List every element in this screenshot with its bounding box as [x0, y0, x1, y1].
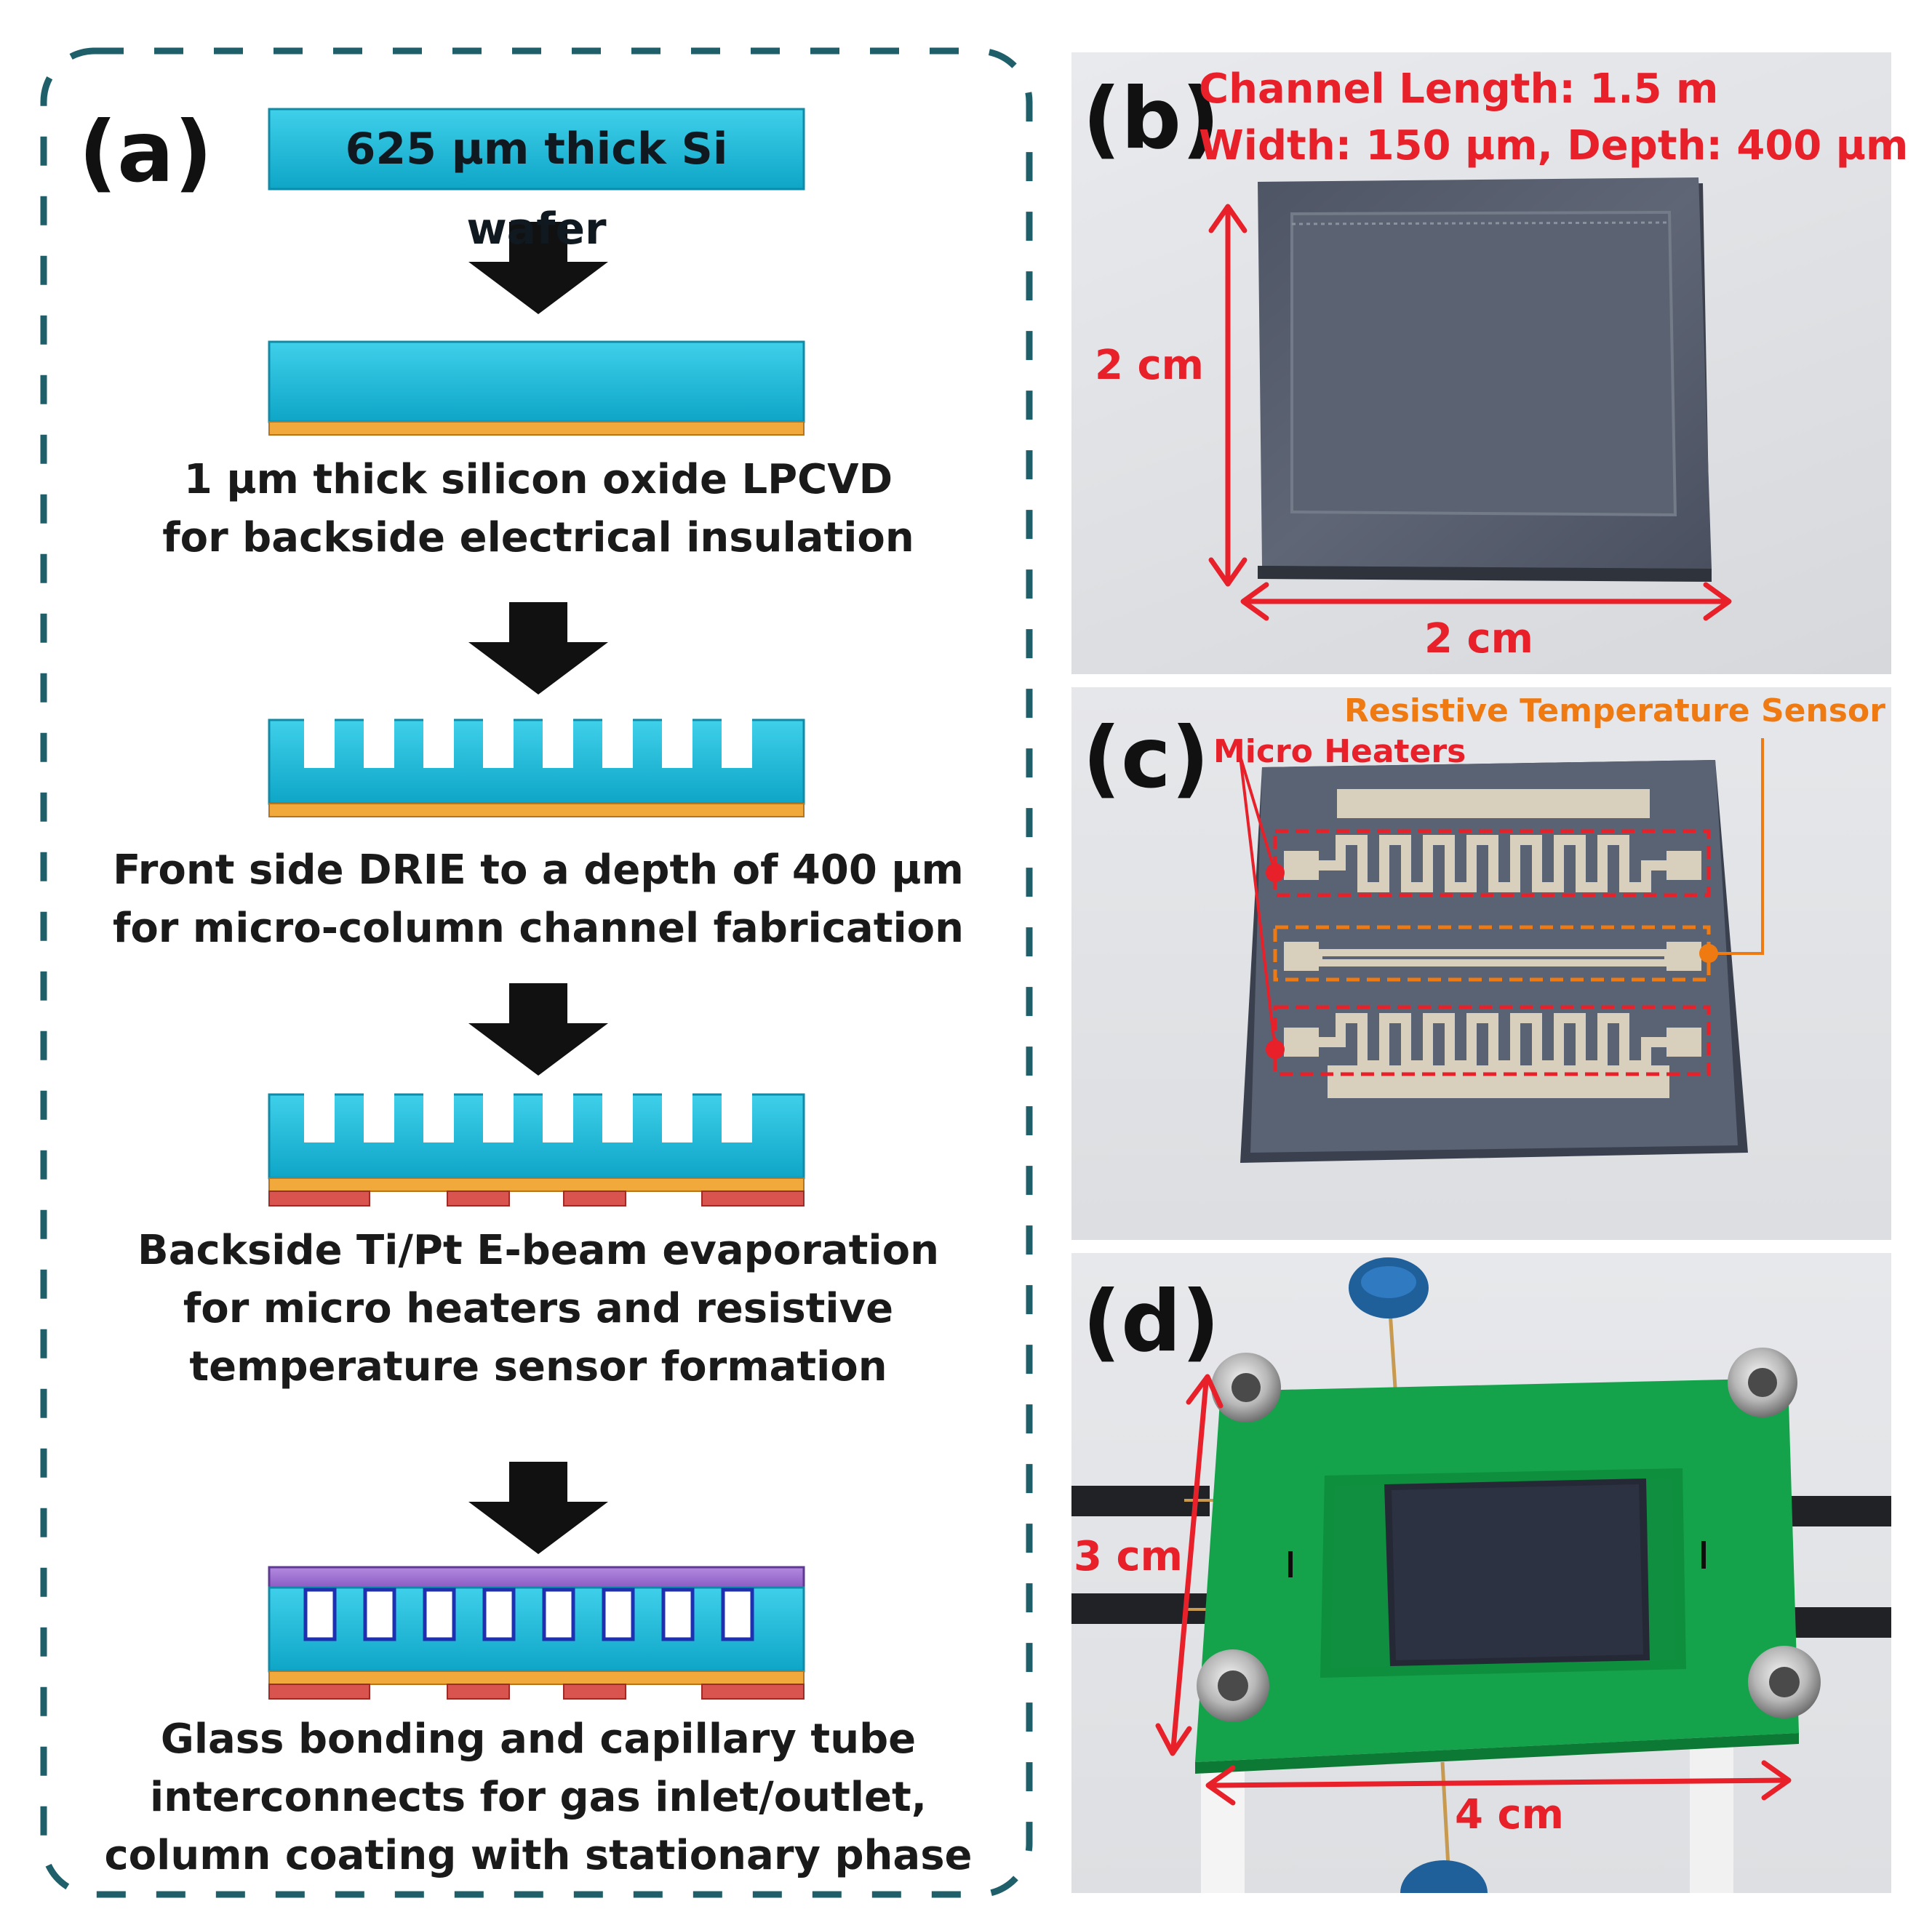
- panel-a-label: (a): [79, 103, 213, 201]
- panel-c-annotations: [1239, 738, 1764, 1076]
- panel-b-width-label: 2 cm: [1424, 615, 1534, 663]
- panel-b-label: (b): [1082, 70, 1221, 168]
- micro-heaters-label: Micro Heaters: [1213, 733, 1466, 770]
- panel-c-label: (c): [1082, 709, 1210, 807]
- wafer-block: [268, 108, 805, 191]
- panel-d-dimensions: [1155, 1374, 1792, 1806]
- metallized-wafer: [268, 1093, 805, 1206]
- bonded-wafer: [268, 1566, 805, 1700]
- channel-length-text: Channel Length: 1.5 m: [1199, 65, 1719, 113]
- down-arrow-icon: [468, 222, 608, 314]
- wafer-label: 625 µm thick Si wafer: [345, 124, 728, 255]
- down-arrow-icon: [468, 1462, 608, 1554]
- panel-c-photo: [1071, 687, 1891, 1240]
- temperature-sensor-label: Resistive Temperature Sensor: [1344, 692, 1885, 729]
- panel-d-photo: [1071, 1253, 1891, 1893]
- width-depth-text: Width: 150 µm, Depth: 400 µm: [1199, 122, 1909, 169]
- panel-b-photo: [1071, 52, 1891, 674]
- panel-d-label: (d): [1082, 1273, 1221, 1371]
- process-flow: [268, 108, 805, 1700]
- panel-a-frame: [40, 47, 1033, 1898]
- down-arrow-icon: [468, 983, 608, 1076]
- panel-b-dimensions: [1208, 204, 1732, 621]
- panel-d-width-label: 4 cm: [1455, 1791, 1565, 1838]
- panel-d-height-label: 3 cm: [1074, 1533, 1183, 1580]
- oxide-wafer: [268, 340, 805, 436]
- panel-b-height-label: 2 cm: [1095, 342, 1205, 389]
- down-arrow-icon: [468, 602, 608, 695]
- trenched-wafer: [268, 719, 805, 817]
